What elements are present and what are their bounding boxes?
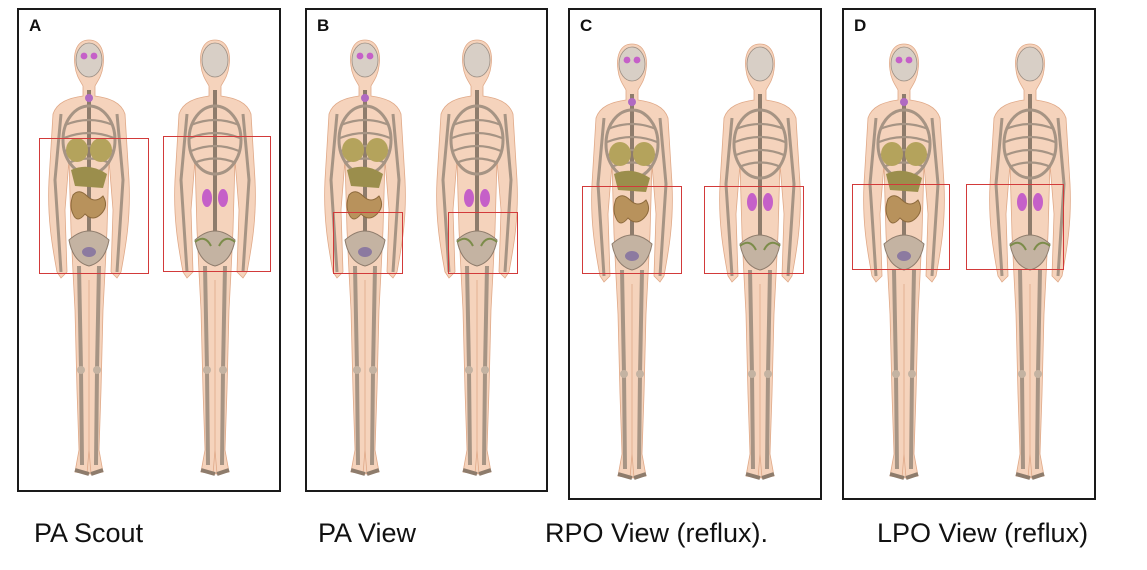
roi-box-posterior — [966, 184, 1064, 270]
roi-box-posterior — [448, 212, 518, 274]
panel-b: B — [305, 8, 548, 492]
panel-c: C — [568, 8, 822, 500]
panel-d: D — [842, 8, 1096, 500]
roi-box-posterior — [163, 136, 271, 272]
roi-box-anterior — [39, 138, 149, 274]
caption-rpo-view: RPO View (reflux). — [545, 518, 768, 549]
caption-lpo-view: LPO View (reflux) — [877, 518, 1088, 549]
roi-box-anterior — [582, 186, 682, 274]
roi-box-posterior — [704, 186, 804, 274]
roi-box-anterior — [852, 184, 950, 270]
caption-pa-scout: PA Scout — [34, 518, 143, 549]
roi-box-anterior — [333, 212, 403, 274]
caption-pa-view: PA View — [318, 518, 416, 549]
panel-a: A — [17, 8, 281, 492]
